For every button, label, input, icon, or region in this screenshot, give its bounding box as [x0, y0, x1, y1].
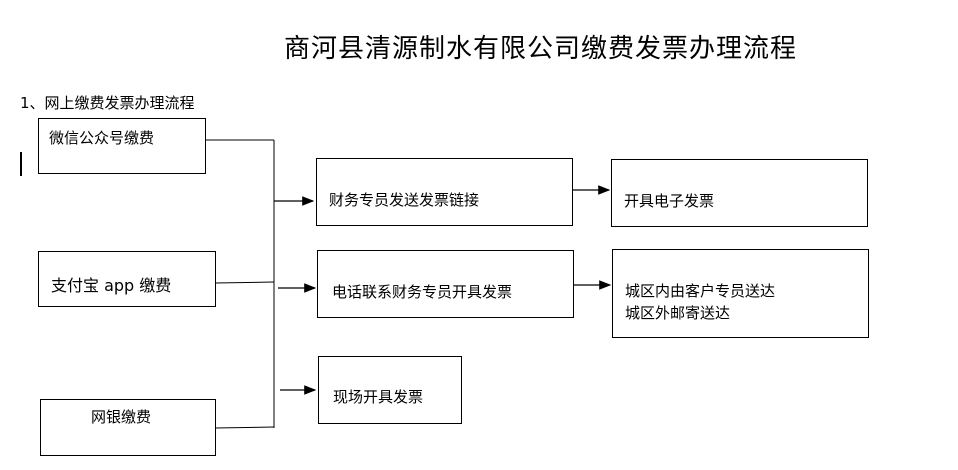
- delivery-line-2: 城区外邮寄送达: [625, 304, 731, 322]
- onsite-invoice-box: 现场开具发票: [318, 356, 462, 424]
- e-invoice-box: 开具电子发票: [611, 159, 868, 227]
- delivery-box: 城区内由客户专员送达 城区外邮寄送达: [612, 249, 869, 338]
- onsite-invoice-label: 现场开具发票: [333, 388, 424, 406]
- wechat-payment-label: 微信公众号缴费: [49, 129, 155, 147]
- alipay-connector: [214, 281, 275, 284]
- delivery-line-1: 城区内由客户专员送达: [625, 282, 776, 300]
- alipay-payment-label: 支付宝 app 缴费: [51, 276, 172, 295]
- e-invoice-label: 开具电子发票: [624, 192, 715, 210]
- section-subtitle: 1、网上缴费发票办理流程: [20, 94, 195, 112]
- alipay-payment-box: 支付宝 app 缴费: [38, 251, 216, 307]
- bank-payment-label: 网银缴费: [91, 408, 152, 426]
- phone-invoice-label: 电话联系财务专员开具发票: [332, 283, 513, 301]
- finance-link-box: 财务专员发送发票链接: [316, 158, 573, 226]
- bank-connector: [214, 426, 275, 429]
- phone-invoice-box: 电话联系财务专员开具发票: [317, 250, 574, 318]
- page-title: 商河县清源制水有限公司缴费发票办理流程: [284, 34, 798, 64]
- text-cursor: [20, 152, 22, 176]
- wechat-payment-box: 微信公众号缴费: [38, 118, 206, 174]
- bank-payment-box: 网银缴费: [40, 399, 216, 456]
- finance-link-label: 财务专员发送发票链接: [329, 191, 480, 209]
